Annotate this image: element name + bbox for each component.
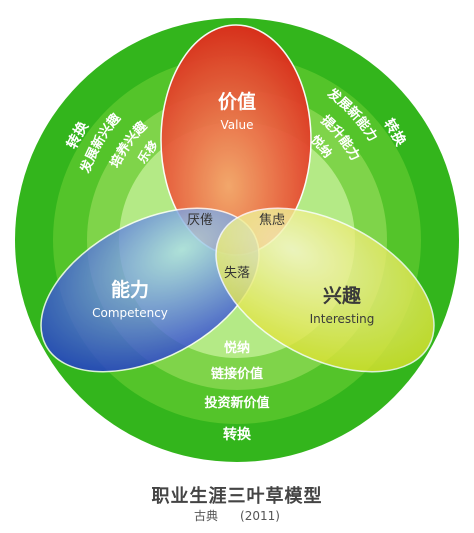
diagram-credit: 古典 (2011) bbox=[0, 507, 474, 524]
interest-sublabel: Interesting bbox=[310, 312, 375, 326]
interest-label: 兴趣 bbox=[323, 284, 362, 307]
ring-label-inner-bottom: 悦纳 bbox=[224, 340, 250, 356]
ability-label: 能力 bbox=[111, 278, 149, 301]
year-label: (2011) bbox=[240, 509, 280, 523]
overlap-label-center: 失落 bbox=[224, 266, 250, 281]
ring-label-second-bottom: 投资新价值 bbox=[204, 395, 269, 411]
overlap-label-value-ability: 厌倦 bbox=[187, 213, 213, 228]
career-clover-diagram: 转换 转换 发展新兴趣 发展新能力 培养兴趣 提升能力 乐移 悦纳 悦纳 链接价… bbox=[15, 18, 459, 462]
value-sublabel: Value bbox=[221, 118, 254, 132]
diagram-title: 职业生涯三叶草模型 bbox=[151, 486, 323, 507]
author-name: 古典 bbox=[194, 509, 219, 523]
value-label: 价值 bbox=[218, 90, 256, 113]
ring-label-outer-bottom: 转换 bbox=[223, 426, 252, 443]
overlap-label-value-interest: 焦虑 bbox=[259, 213, 285, 228]
ability-sublabel: Competency bbox=[92, 306, 168, 320]
ring-label-third-bottom: 链接价值 bbox=[210, 366, 263, 382]
interest-ellipse bbox=[215, 207, 435, 373]
